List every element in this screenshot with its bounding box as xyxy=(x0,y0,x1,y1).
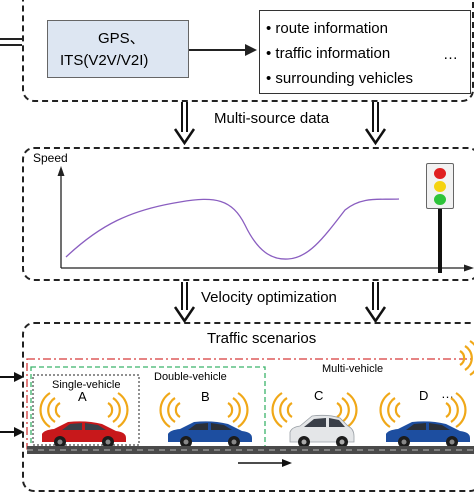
car-label-c: C xyxy=(314,388,324,403)
signal-wave-icon xyxy=(379,391,402,429)
input-lines xyxy=(0,38,22,46)
velocity-optimization-label: Velocity optimization xyxy=(201,289,337,306)
info-box: • route information • traffic informatio… xyxy=(259,10,471,94)
down-arrows-1 xyxy=(173,102,387,146)
signal-wave-icon xyxy=(106,391,129,429)
source-line2: ITS(V2V/V2I) xyxy=(60,52,149,69)
top-panel xyxy=(22,0,474,102)
info-ellipsis: … xyxy=(443,46,458,63)
car-icon xyxy=(289,414,355,448)
source-box: GPS、 ITS(V2V/V2I) xyxy=(47,20,189,78)
info-item-surrounding: • surrounding vehicles xyxy=(266,70,413,87)
signal-wave-icon xyxy=(159,391,182,429)
signal-wave-icon xyxy=(458,339,474,377)
info-item-traffic: • traffic information xyxy=(266,45,391,62)
traffic-scenarios-label: Traffic scenarios xyxy=(207,330,317,347)
source-to-info-arrow xyxy=(189,44,257,56)
multi-source-label: Multi-source data xyxy=(214,110,330,127)
signal-wave-icon xyxy=(271,391,294,429)
car-label-b: B xyxy=(201,389,210,404)
speed-curve xyxy=(65,198,400,260)
car-icon xyxy=(386,421,470,448)
speed-chart xyxy=(57,166,474,272)
car-label-a: A xyxy=(78,389,87,404)
speed-panel xyxy=(22,147,474,281)
car-label-d: D xyxy=(419,388,429,403)
signal-wave-icon xyxy=(39,391,62,429)
signal-wave-icon xyxy=(444,391,467,429)
speed-axis-label: Speed xyxy=(33,151,68,165)
double-vehicle-label: Double-vehicle xyxy=(154,371,227,383)
scenario-input-arrows xyxy=(0,372,24,437)
scenario-ellipsis: … xyxy=(441,386,454,401)
info-item-route: • route information xyxy=(266,20,388,37)
car-icon xyxy=(168,421,252,448)
multi-vehicle-label: Multi-vehicle xyxy=(322,363,384,375)
single-vehicle-label: Single-vehicle xyxy=(52,379,121,391)
car-icon xyxy=(42,421,126,448)
down-arrows-2 xyxy=(173,282,387,324)
source-line1: GPS、 xyxy=(98,30,145,47)
signal-wave-icon xyxy=(226,391,249,429)
scenario-scene xyxy=(27,339,474,467)
traffic-light-icon xyxy=(426,163,454,273)
